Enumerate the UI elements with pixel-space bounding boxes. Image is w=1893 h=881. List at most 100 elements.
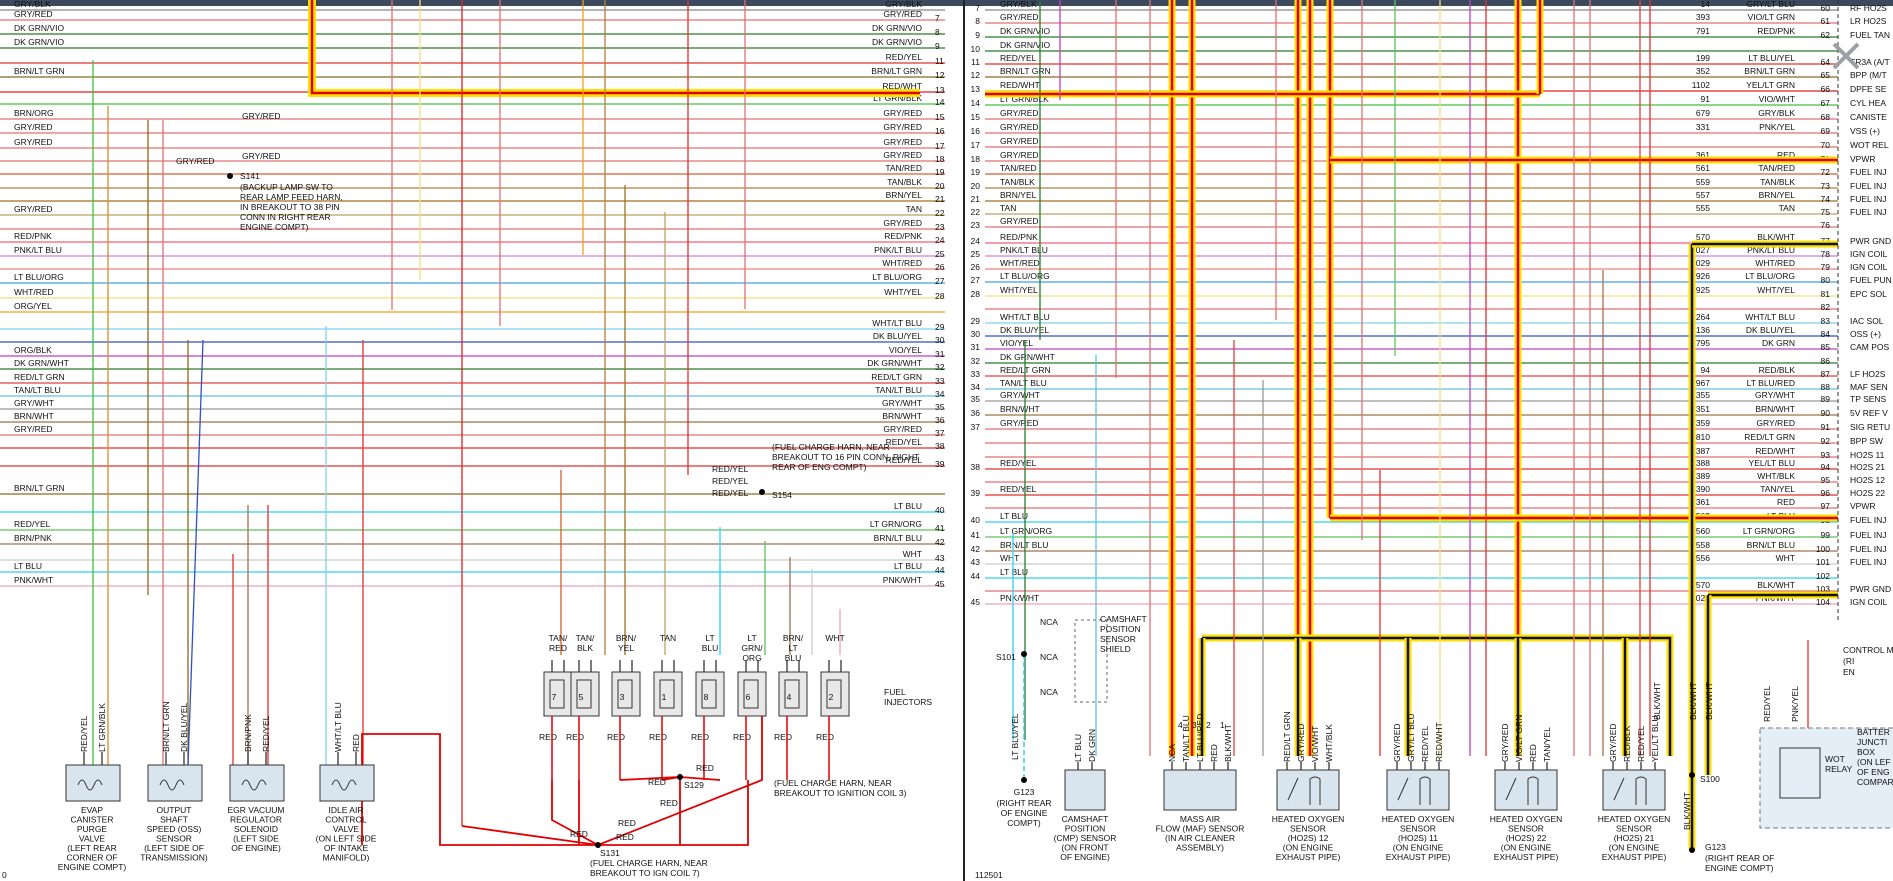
pcm-pin: 61 <box>1821 16 1831 26</box>
ground-g123-left-label: G123 <box>1014 787 1035 797</box>
connector-pin: 16 <box>935 126 945 136</box>
connector-pin: 14 <box>971 98 981 108</box>
pcm-pin: 86 <box>1821 356 1831 366</box>
s154-wire-label: RED/YEL <box>712 488 749 498</box>
sensor-label: CAMSHAFT <box>1062 814 1109 824</box>
red-label: RED <box>648 777 666 787</box>
wire-color-left: DK GRN/WHT <box>14 358 69 368</box>
wire-color-left: DK GRN/VIO <box>14 23 64 33</box>
splice-s154-note: (FUEL CHARGE HARN, NEAR <box>772 442 890 452</box>
connector-pin: 44 <box>935 565 945 575</box>
connector-pin: 15 <box>935 112 945 122</box>
wire-color-left: LT BLU <box>1000 567 1028 577</box>
wire-color-left: TAN/LT BLU <box>1000 378 1047 388</box>
injector-number: 5 <box>579 692 584 702</box>
injector-coil <box>549 679 565 709</box>
wire-color-left: TAN/BLK <box>1000 177 1035 187</box>
pcm-function: FUEL PUN <box>1850 275 1892 285</box>
pcm-function: VPWR <box>1850 154 1876 164</box>
pcm-pin: 60 <box>1821 3 1831 13</box>
sensor-label: (ON ENGINE <box>1609 843 1660 853</box>
circuit-number: 94 <box>1701 365 1711 375</box>
wire-color-right: PNK/LT BLU <box>874 245 922 255</box>
pcm-pin: 89 <box>1821 394 1831 404</box>
red-label: RED <box>616 832 634 842</box>
blk-wht-label: BLK/WHT <box>1688 682 1698 720</box>
wire-color-right: DK GRN/VIO <box>872 23 922 33</box>
right-components: CONTROL M(RIENS101NCANCANCACAMSHAFTPOSIT… <box>996 0 1893 873</box>
circuit-number: 361 <box>1696 497 1710 507</box>
wire-color-left: GRY/RED <box>1000 108 1039 118</box>
injector-red-label: RED <box>733 732 751 742</box>
wire-color-left: BRN/WHT <box>1000 404 1040 414</box>
connector-pin: 27 <box>935 276 945 286</box>
sensor-label: (CMP) SENSOR <box>1054 833 1117 843</box>
wire-color-right: RED/LT GRN <box>1744 432 1795 442</box>
component-wire-label: RED/YEL <box>261 715 271 752</box>
wire-color-left: VIO/YEL <box>1000 338 1033 348</box>
connector-pin: 25 <box>971 249 981 259</box>
injector-coil <box>576 679 592 709</box>
injector-number: 2 <box>829 692 834 702</box>
close-button[interactable] <box>1826 36 1866 76</box>
pcm-pin: 100 <box>1816 544 1830 554</box>
wire-color-right: BRN/LT BLU <box>874 533 922 543</box>
blk-wht-label: BLK/WHT <box>1682 792 1692 830</box>
pcm-pin: 103 <box>1816 584 1830 594</box>
battery-junction-box <box>1759 727 1893 829</box>
circuit-number: 389 <box>1696 471 1710 481</box>
injector-body <box>695 671 725 717</box>
wire-color-left: PNK/LT BLU <box>1000 245 1048 255</box>
pcm-pin: 65 <box>1821 70 1831 80</box>
circuit-number: 561 <box>1696 163 1710 173</box>
camshaft-shield-label: SENSOR <box>1100 634 1136 644</box>
circuit-number: 560 <box>1696 526 1710 536</box>
wire-color-left: BRN/LT BLU <box>1000 540 1048 550</box>
pcm-function: CAM POS <box>1850 342 1890 352</box>
injector-wire-label: LT <box>747 633 756 643</box>
connector-pin: 25 <box>935 249 945 259</box>
connector-pin: 34 <box>935 389 945 399</box>
sensor-body <box>1494 769 1558 811</box>
wire-color-right: RED/YEL <box>886 52 923 62</box>
sensor-label: FLOW (MAF) SENSOR <box>1156 824 1245 834</box>
connector-pin: 35 <box>971 394 981 404</box>
splice-s131-label: S131 <box>600 848 620 858</box>
wire-color-left: ORG/YEL <box>14 301 52 311</box>
wire-color-right: RED/PNK <box>884 231 922 241</box>
wire-color-right: PNK/WHT <box>883 575 922 585</box>
sensor-pin: 1 <box>1220 720 1225 730</box>
wire-color-left: LT BLU/ORG <box>14 272 64 282</box>
g123-right-note: (RIGHT REAR OF <box>1705 853 1774 863</box>
injector-red-label: RED <box>774 732 792 742</box>
injector-wire-label: TAN/ <box>576 633 595 643</box>
wire-color-right: LT BLU <box>894 501 922 511</box>
component-label: OUTPUT <box>157 805 192 815</box>
pcm-pin: 70 <box>1821 140 1831 150</box>
sensor-label: (ON ENGINE <box>1393 843 1444 853</box>
wire-color-right: BRN/YEL <box>1759 190 1796 200</box>
wire-color-right: RED <box>1777 497 1795 507</box>
splice-s141-label: S141 <box>240 171 260 181</box>
wire-color-right: DK GRN <box>1762 338 1795 348</box>
injector-coil <box>617 679 633 709</box>
connector-pin: 9 <box>975 30 980 40</box>
injector-wire-label: BLK <box>577 643 593 653</box>
splice-s154-label: S154 <box>772 490 792 500</box>
